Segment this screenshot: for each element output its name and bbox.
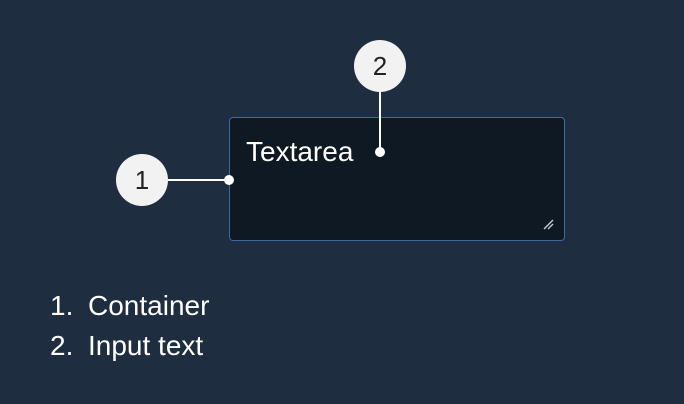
resize-handle-icon[interactable]	[542, 218, 554, 230]
legend-item-input-text: 2. Input text	[50, 326, 209, 366]
callout-badge-1: 1	[116, 154, 168, 206]
legend-label: Container	[88, 290, 210, 321]
legend-label: Input text	[88, 330, 204, 361]
callout-badge-2: 2	[354, 40, 406, 92]
textarea-container[interactable]: Textarea	[229, 117, 565, 241]
legend-list: 1. Container 2. Input text	[50, 286, 209, 366]
legend-item-container: 1. Container	[50, 286, 209, 326]
legend-number: 2.	[50, 330, 74, 361]
legend-number: 1.	[50, 290, 74, 321]
textarea-input-text: Textarea	[246, 136, 354, 167]
